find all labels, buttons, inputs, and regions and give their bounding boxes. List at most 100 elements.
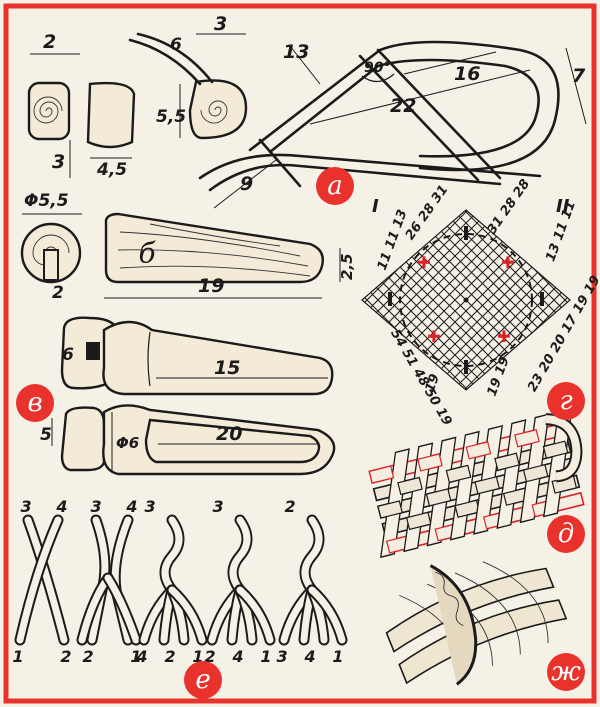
weave-line-a	[362, 210, 507, 390]
weave-overlap	[474, 476, 501, 495]
weave-overlap	[377, 500, 403, 519]
badge-b: б	[138, 237, 156, 270]
labels-right-upper: 13 11 11	[543, 199, 579, 264]
weave-line-b	[362, 210, 570, 390]
weave-line-b	[403, 210, 570, 390]
panel-b: Φ5,5 2 2,5 19	[20, 191, 356, 303]
dim-7: 7	[572, 65, 586, 87]
braid-top-label: 2	[284, 497, 295, 516]
svg-text:в: в	[27, 388, 42, 418]
dim-6-v: 6	[62, 345, 74, 365]
cross-marker-1: ✚	[417, 253, 430, 272]
handle-top-seam	[147, 331, 151, 387]
braid-bottom-label: 2	[204, 647, 215, 666]
grid-outline	[361, 209, 571, 391]
dim-3: 3	[52, 151, 65, 173]
twisted-strand	[429, 564, 478, 686]
braid-strand-fill	[236, 586, 274, 644]
screw-icon	[86, 342, 100, 360]
svg-text:а: а	[327, 171, 343, 201]
braid-strand-fill	[104, 574, 140, 644]
basket-weave-illustration	[368, 407, 585, 559]
inner-loop	[268, 58, 540, 158]
twist-hatching	[435, 571, 464, 627]
weave-line-b	[362, 210, 529, 390]
dim-13: 13	[283, 41, 309, 63]
dim-19: 19	[198, 275, 224, 297]
svg-text:г: г	[559, 386, 572, 416]
cross-markers: ✚ ✚ ✚ ✚	[417, 253, 514, 346]
base-rail-2	[208, 163, 502, 192]
braid-top-label: 3	[144, 497, 155, 516]
outer-loop	[248, 40, 560, 172]
end-slot	[43, 249, 59, 281]
blank-cross-section	[86, 81, 136, 149]
dashed-circle	[399, 233, 533, 367]
dim-5: 5	[40, 425, 52, 445]
svg-text:ж: ж	[551, 657, 581, 687]
weave-overlap	[368, 465, 395, 484]
badge-zh: ж	[547, 653, 585, 691]
badge-v: в	[16, 384, 54, 422]
svg-text:д: д	[558, 519, 574, 549]
dim-90-deg: 90°	[364, 60, 390, 76]
roman-two: II	[556, 196, 570, 217]
weave-line-b	[362, 210, 518, 390]
braid-bottom-label: 2	[82, 647, 93, 666]
weave-line-b	[370, 210, 570, 390]
dim-4-5: 4,5	[96, 160, 127, 180]
braid-top-label: 3	[20, 497, 31, 516]
support-leg	[376, 48, 502, 180]
dim-20: 20	[216, 423, 242, 445]
dim-16: 16	[454, 63, 480, 85]
panel-d	[368, 407, 585, 559]
braid-bottom-label: 3	[276, 647, 287, 666]
braid-top-label: 3	[212, 497, 223, 516]
dim-2b: 2	[52, 283, 64, 303]
dim-phi-6: Φ6	[116, 434, 139, 452]
weave-line-b	[362, 210, 570, 390]
weave-overlap	[445, 464, 472, 484]
labels-bottom-right: 19 19	[485, 355, 513, 398]
cross-marker-2: ✚	[501, 253, 514, 272]
labels-right-lower: 23 20 20 17 19 19	[525, 273, 600, 394]
braid-strand-fill	[301, 516, 323, 594]
braid-bottom-label: 1	[332, 647, 343, 666]
cross-marker-4: ✚	[497, 327, 510, 346]
spiral-handle-piece	[188, 79, 248, 140]
right-angle-arc	[361, 73, 395, 83]
labels-bottom-left: 19	[423, 372, 443, 394]
panel-g: ✚ ✚ ✚ ✚ I II 26 28 31 31 28 28 11 11 13 …	[361, 177, 600, 428]
dim-15: 15	[214, 357, 240, 379]
weave-overlap	[465, 441, 492, 460]
weave-overlap	[494, 452, 520, 471]
support-leg-2	[358, 54, 480, 182]
braid-bottom-label: 2	[60, 647, 71, 666]
weave-line-b	[362, 210, 570, 390]
weave-overlap	[405, 511, 432, 531]
bent-strip-2	[136, 32, 214, 84]
weave-overlap	[522, 463, 549, 483]
braid-bottom-label: 1	[12, 647, 23, 666]
braid-bottom-label: 4	[231, 647, 243, 666]
weave-overlap	[425, 488, 452, 507]
weave-overlap	[514, 429, 540, 448]
braid-bottom-label: 2	[164, 647, 175, 666]
center-dot	[463, 297, 469, 303]
roman-one: I	[372, 196, 379, 217]
weave-overlap	[542, 440, 569, 459]
weave-line-b	[362, 210, 562, 390]
curled-strand-end-fill	[545, 415, 581, 481]
badge-d: д	[547, 515, 585, 553]
braid-strand-fill	[168, 586, 206, 644]
dim-9: 9	[240, 173, 253, 195]
handle-side-top	[102, 320, 334, 396]
handle-front-bottom	[60, 406, 106, 472]
dim-line-16	[403, 51, 497, 75]
page-frame	[3, 3, 597, 704]
braid-bottom-label: 1	[130, 647, 141, 666]
